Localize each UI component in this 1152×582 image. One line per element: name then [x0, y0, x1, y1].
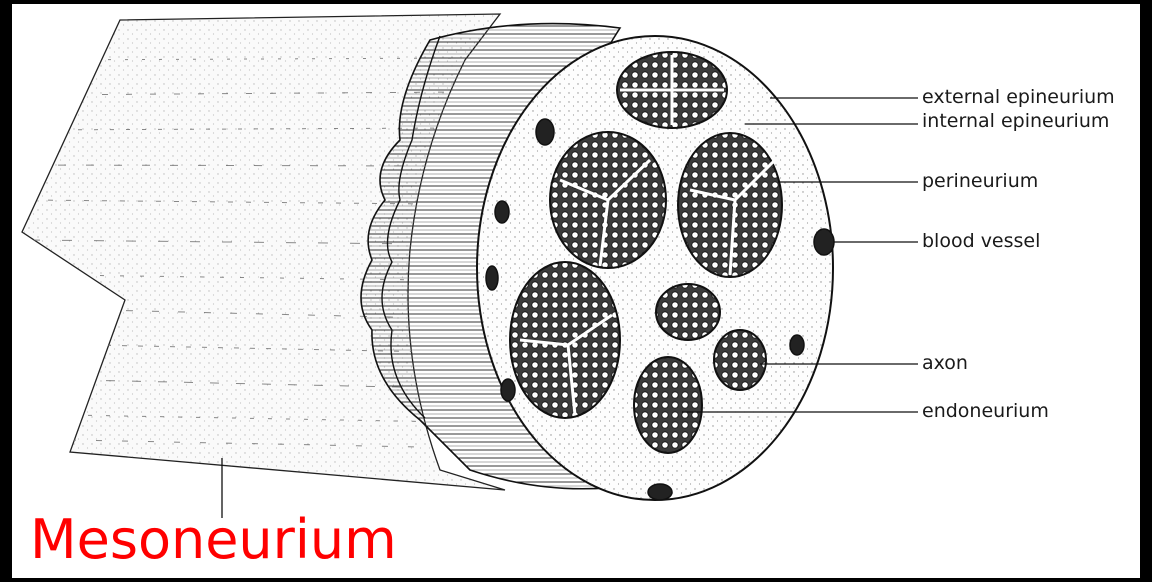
label-axon: axon [922, 352, 968, 374]
fascicle-center [656, 284, 720, 340]
label-endoneurium: endoneurium [922, 400, 1049, 422]
label-mesoneurium: Mesoneurium [30, 508, 397, 572]
fascicle-lower-left [510, 262, 620, 418]
blood-vessel [790, 335, 804, 355]
label-perineurium: perineurium [922, 170, 1038, 192]
label-external-epineurium: external epineurium [922, 86, 1115, 108]
blood-vessel [814, 229, 834, 255]
fascicle-top [617, 52, 727, 128]
label-blood-vessel: blood vessel [922, 230, 1040, 252]
fascicle-upper-left [550, 132, 666, 268]
fascicle-bottom [634, 357, 702, 453]
blood-vessel [495, 201, 509, 223]
fascicle-small-right [714, 330, 766, 390]
blood-vessel [501, 379, 515, 401]
blood-vessel [536, 119, 554, 145]
fascicle-upper-right [678, 133, 782, 277]
blood-vessel [486, 266, 498, 290]
blood-vessel [648, 484, 672, 500]
label-internal-epineurium: internal epineurium [922, 110, 1109, 132]
nerve-cross-section [477, 36, 834, 500]
